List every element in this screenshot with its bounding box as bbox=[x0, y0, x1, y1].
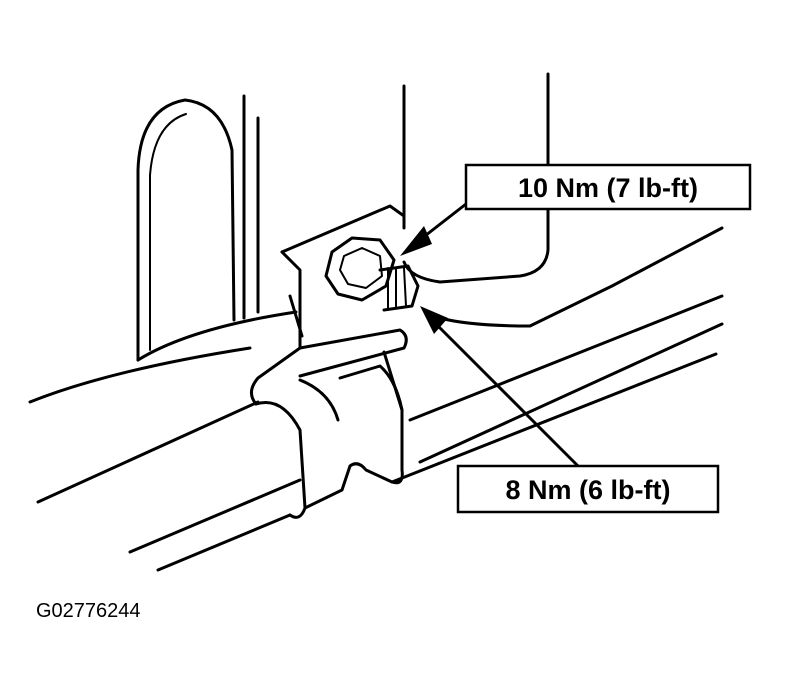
figure-id: G02776244 bbox=[36, 600, 141, 622]
upper-torque-label: 10 Nm (7 lb-ft) bbox=[518, 173, 698, 203]
lower-torque-callout: 8 Nm (6 lb-ft) bbox=[456, 464, 720, 514]
body-contour bbox=[28, 226, 724, 404]
clamp-bolt bbox=[378, 264, 420, 312]
lower-leader-arrow bbox=[420, 306, 580, 468]
lower-torque-label: 8 Nm (6 lb-ft) bbox=[506, 475, 671, 505]
clamp-nut bbox=[324, 236, 396, 302]
upper-torque-callout: 10 Nm (7 lb-ft) bbox=[464, 163, 752, 211]
pipe-clamp bbox=[250, 204, 408, 519]
upper-leader-arrow bbox=[400, 202, 468, 256]
upper-bracket-tower bbox=[136, 94, 260, 362]
exhaust-pipe bbox=[36, 294, 724, 572]
